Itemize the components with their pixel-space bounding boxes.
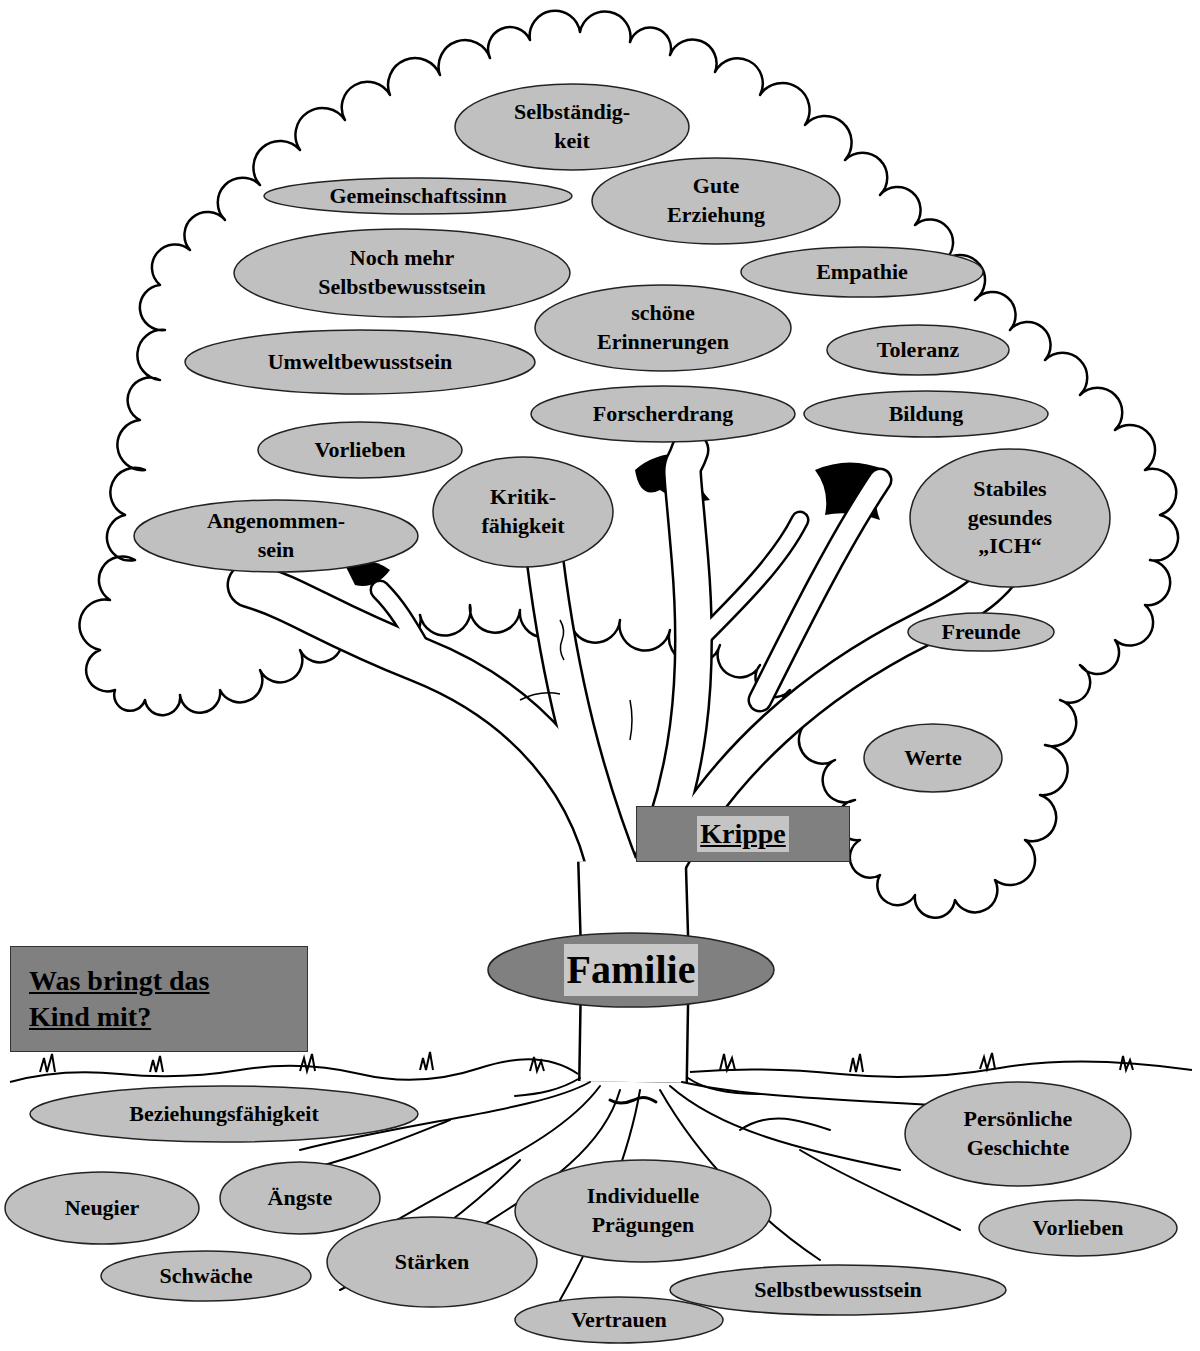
ellipse-shape — [185, 330, 535, 394]
stage-box: Krippe — [636, 806, 850, 862]
trait-label: Vorlieben — [1033, 1214, 1124, 1243]
trait-label: Empathie — [816, 258, 908, 287]
trait-ellipse: Stabiles gesundes „ICH“ — [909, 448, 1111, 588]
trait-label: Beziehungsfähigkeit — [129, 1100, 318, 1129]
root-ellipse: Ängste — [219, 1161, 381, 1235]
trait-label: Gemeinschaftssinn — [329, 182, 506, 211]
root-ellipse: Individuelle Prägungen — [514, 1159, 772, 1263]
question-label: Was bringt das Kind mit? — [29, 963, 229, 1036]
ellipse-shape — [535, 285, 791, 371]
ellipse-shape — [979, 1200, 1177, 1256]
trait-label: Vertrauen — [571, 1306, 667, 1335]
trait-label: Stabiles gesundes „ICH“ — [963, 475, 1058, 561]
root-ellipse: Schwäche — [100, 1250, 312, 1302]
trait-label: Selbstbewusstsein — [754, 1276, 921, 1305]
root-ellipse: Neugier — [4, 1171, 200, 1245]
ellipse-shape — [670, 1265, 1006, 1315]
trait-label: Umweltbewusstsein — [268, 348, 453, 377]
root-ellipse: Selbstbewusstsein — [669, 1264, 1007, 1316]
ellipse-outline — [534, 284, 792, 372]
trait-ellipse: Forscherdrang — [530, 385, 796, 443]
question-box: Was bringt das Kind mit? — [10, 946, 308, 1052]
trait-ellipse: schöne Erinnerungen — [534, 284, 792, 372]
ellipse-shape — [827, 325, 1009, 375]
trait-label: Schwäche — [160, 1262, 253, 1291]
ellipse-shape — [455, 84, 689, 170]
ellipse-shape — [220, 1162, 380, 1234]
root-ellipse: Vorlieben — [978, 1199, 1178, 1257]
bark-marks — [520, 620, 632, 740]
ellipse-outline — [432, 456, 614, 568]
trait-ellipse: Noch mehr Selbstbewusstsein — [233, 228, 571, 318]
ellipse-shape — [908, 613, 1054, 651]
root-ellipse: Stärken — [326, 1216, 538, 1308]
trait-ellipse: Angenommen- sein — [133, 499, 419, 573]
ellipse-shape — [30, 1086, 418, 1142]
trait-label: Forscherdrang — [593, 400, 734, 429]
trait-label: Kritik- fähigkeit — [476, 483, 571, 540]
trait-ellipse: Vorlieben — [257, 421, 463, 479]
family-label: Familie — [564, 944, 699, 996]
trait-label: Gute Erziehung — [656, 172, 776, 229]
ground-line — [10, 1052, 1192, 1082]
ellipse-shape — [488, 933, 774, 1007]
ellipse-outline — [904, 1081, 1132, 1187]
root-ellipse: Persönliche Geschichte — [904, 1081, 1132, 1187]
ellipse-shape — [804, 391, 1048, 437]
ellipse-outline — [454, 83, 690, 171]
ellipse-shape — [741, 247, 983, 297]
trait-label: Stärken — [395, 1248, 470, 1277]
ellipse-shape — [905, 1082, 1131, 1186]
trait-label: Toleranz — [877, 336, 959, 365]
ellipse-shape — [134, 500, 418, 572]
trait-ellipse: Bildung — [803, 390, 1049, 438]
family-ellipse: Familie — [487, 932, 775, 1008]
ellipse-shape — [515, 1297, 723, 1343]
trait-label: schöne Erinnerungen — [593, 299, 733, 356]
ellipse-shape — [327, 1217, 537, 1307]
canopy-outline — [80, 11, 1179, 918]
ellipse-shape — [433, 457, 613, 567]
trait-ellipse: Gute Erziehung — [591, 157, 841, 245]
ellipse-shape — [910, 449, 1110, 587]
trait-ellipse: Selbständig- keit — [454, 83, 690, 171]
ellipse-shape — [264, 178, 572, 214]
root-ellipse: Beziehungsfähigkeit — [29, 1085, 419, 1143]
trait-ellipse: Umweltbewusstsein — [184, 329, 536, 395]
trait-ellipse: Gemeinschaftssinn — [263, 177, 573, 215]
trait-ellipse: Empathie — [740, 246, 984, 298]
trait-label: Selbständig- keit — [502, 98, 642, 155]
trait-label: Bildung — [889, 400, 964, 429]
trait-label: Werte — [904, 744, 961, 773]
trait-label: Angenommen- sein — [201, 507, 351, 564]
trait-ellipse: Kritik- fähigkeit — [432, 456, 614, 568]
ellipse-shape — [5, 1172, 199, 1244]
ellipse-shape — [592, 158, 840, 244]
trait-label: Noch mehr Selbstbewusstsein — [310, 244, 495, 301]
ellipse-shape — [101, 1251, 311, 1301]
stage-label: Krippe — [697, 816, 789, 852]
trait-label: Individuelle Prägungen — [583, 1182, 703, 1239]
trait-label: Vorlieben — [315, 436, 406, 465]
root-ellipse: Vertrauen — [514, 1296, 724, 1344]
ellipse-outline — [591, 157, 841, 245]
trait-label: Neugier — [65, 1194, 140, 1223]
trait-ellipse: Freunde — [907, 612, 1055, 652]
trait-ellipse: Toleranz — [826, 324, 1010, 376]
ellipse-outline — [514, 1159, 772, 1263]
trait-ellipse: Werte — [863, 723, 1003, 793]
ellipse-shape — [258, 422, 462, 478]
ellipse-shape — [234, 229, 570, 317]
trait-label: Ängste — [268, 1184, 333, 1213]
trait-label: Persönliche Geschichte — [961, 1105, 1076, 1162]
ellipse-shape — [864, 724, 1002, 792]
ellipse-outline — [233, 228, 571, 318]
ellipse-shape — [531, 386, 795, 442]
ellipse-shape — [515, 1160, 771, 1262]
trait-label: Freunde — [941, 618, 1020, 647]
